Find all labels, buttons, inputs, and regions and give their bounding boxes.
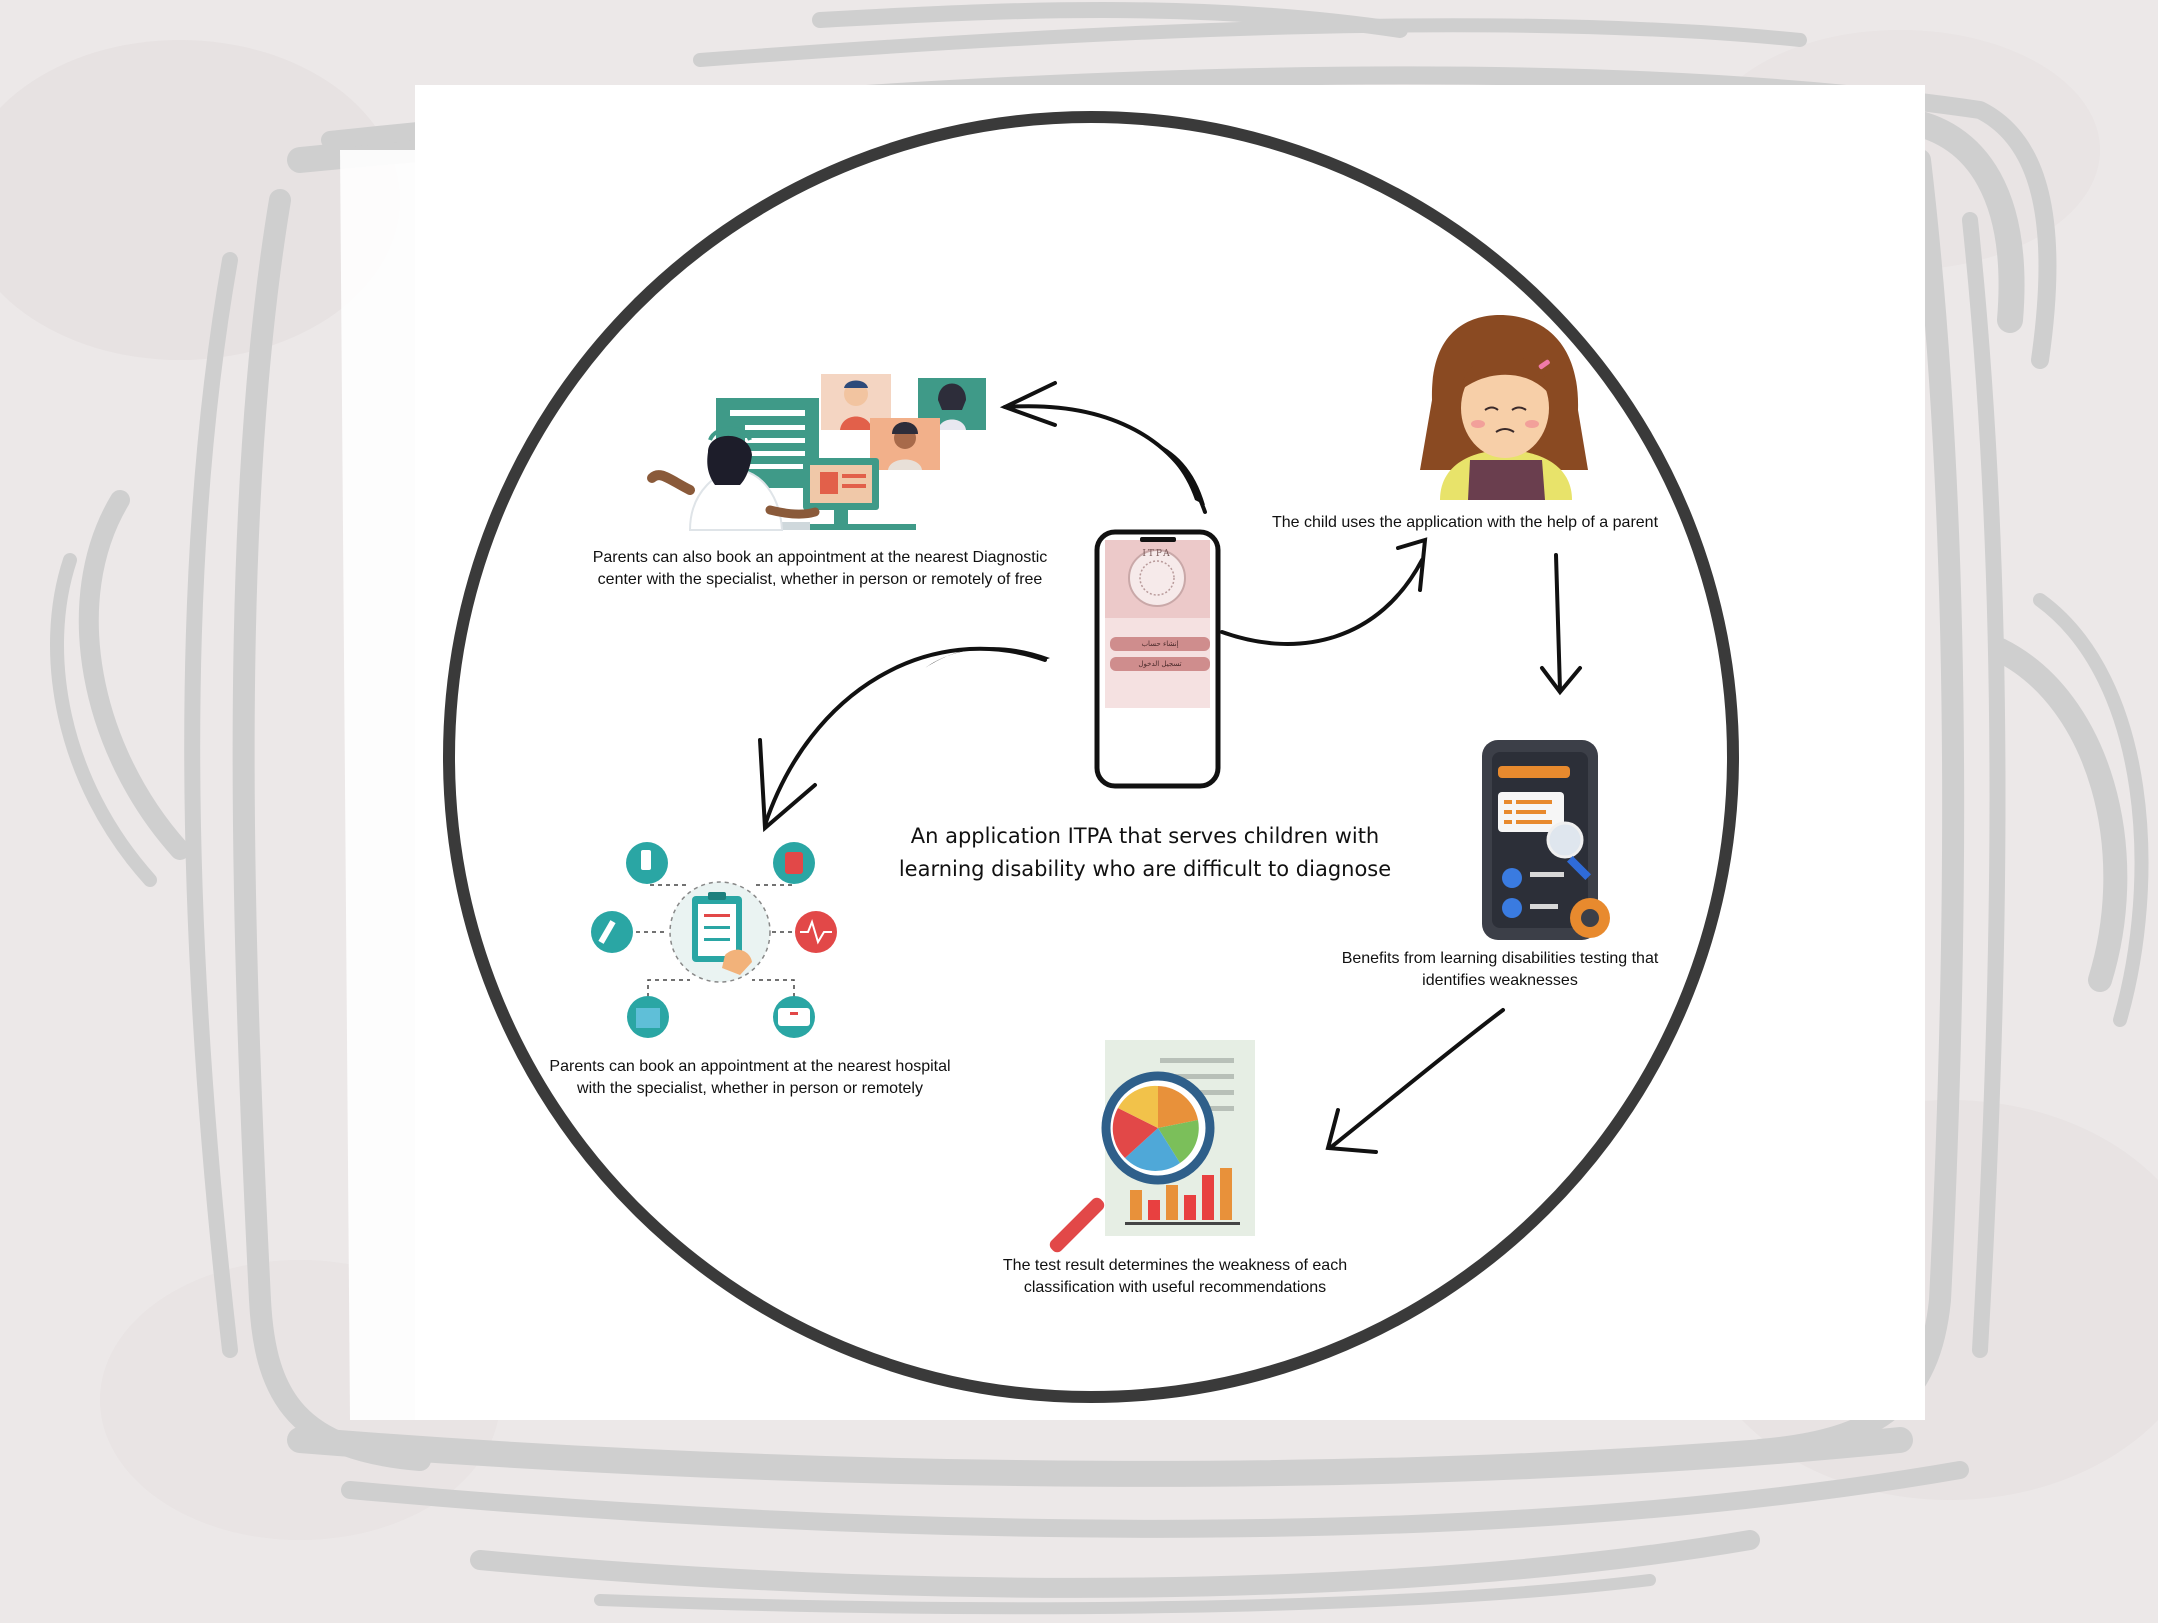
scribble-frame <box>50 2 2149 1615</box>
phone-signup-button: إنشاء حساب <box>1110 637 1210 651</box>
result-step-line2: classification with useful recommendatio… <box>1023 1279 1327 1296</box>
central-caption-line2: learning disability who are difficult to… <box>898 857 1392 881</box>
arrow-testing-to-result <box>1328 1008 1505 1150</box>
result-step-line1: The test result determines the weakness … <box>1002 1257 1348 1274</box>
report-magnifier-icon <box>1049 1040 1255 1253</box>
result-step-label: The test result determines the weakness … <box>975 1255 1375 1299</box>
phone-testing-icon <box>1482 740 1610 940</box>
testing-step-label: Benefits from learning disabilities test… <box>1320 948 1680 992</box>
arrow-child-to-testing-head <box>1540 666 1582 696</box>
arrow-phone-to-diagnostic-head <box>999 381 1057 427</box>
hospital-step-line2: with the specialist, whether in person o… <box>577 1080 923 1097</box>
testing-step-line1: Benefits from learning disabilities test… <box>1341 950 1659 967</box>
arrow-testing-to-result-head <box>1325 1108 1378 1154</box>
hospital-step-label: Parents can book an appointment at the n… <box>530 1056 970 1100</box>
arrow-phone-to-hospital <box>763 646 1047 827</box>
video-consultation-icon <box>647 374 986 531</box>
central-caption: An application ITPA that serves children… <box>860 820 1430 886</box>
medical-network-icon <box>591 842 837 1038</box>
arrow-child-to-testing <box>1554 553 1562 692</box>
diagnostic-step-label: Parents can also book an appointment at … <box>570 547 1070 591</box>
diagnostic-step-line1: Parents can also book an appointment at … <box>592 549 1048 566</box>
arrow-brush-accents <box>925 440 1205 668</box>
arrow-phone-to-hospital-head <box>758 738 817 833</box>
arrow-phone-to-child <box>1220 558 1424 646</box>
arrows <box>758 381 1582 1154</box>
phone-logo-text: ITPA <box>1142 549 1172 559</box>
white-card-rough-edge <box>340 150 415 1420</box>
phone-login-button: تسجيل الدخول <box>1110 657 1210 671</box>
arrow-phone-to-child-head <box>1396 537 1428 592</box>
child-step-label: The child uses the application with the … <box>1271 514 1659 531</box>
diagnostic-step-line2: center with the specialist, whether in p… <box>597 571 1043 588</box>
sad-child-icon <box>1420 315 1588 500</box>
testing-step-line2: identifies weaknesses <box>1422 972 1578 989</box>
central-caption-line1: An application ITPA that serves children… <box>910 824 1380 848</box>
hospital-step-line1: Parents can book an appointment at the n… <box>549 1058 951 1075</box>
